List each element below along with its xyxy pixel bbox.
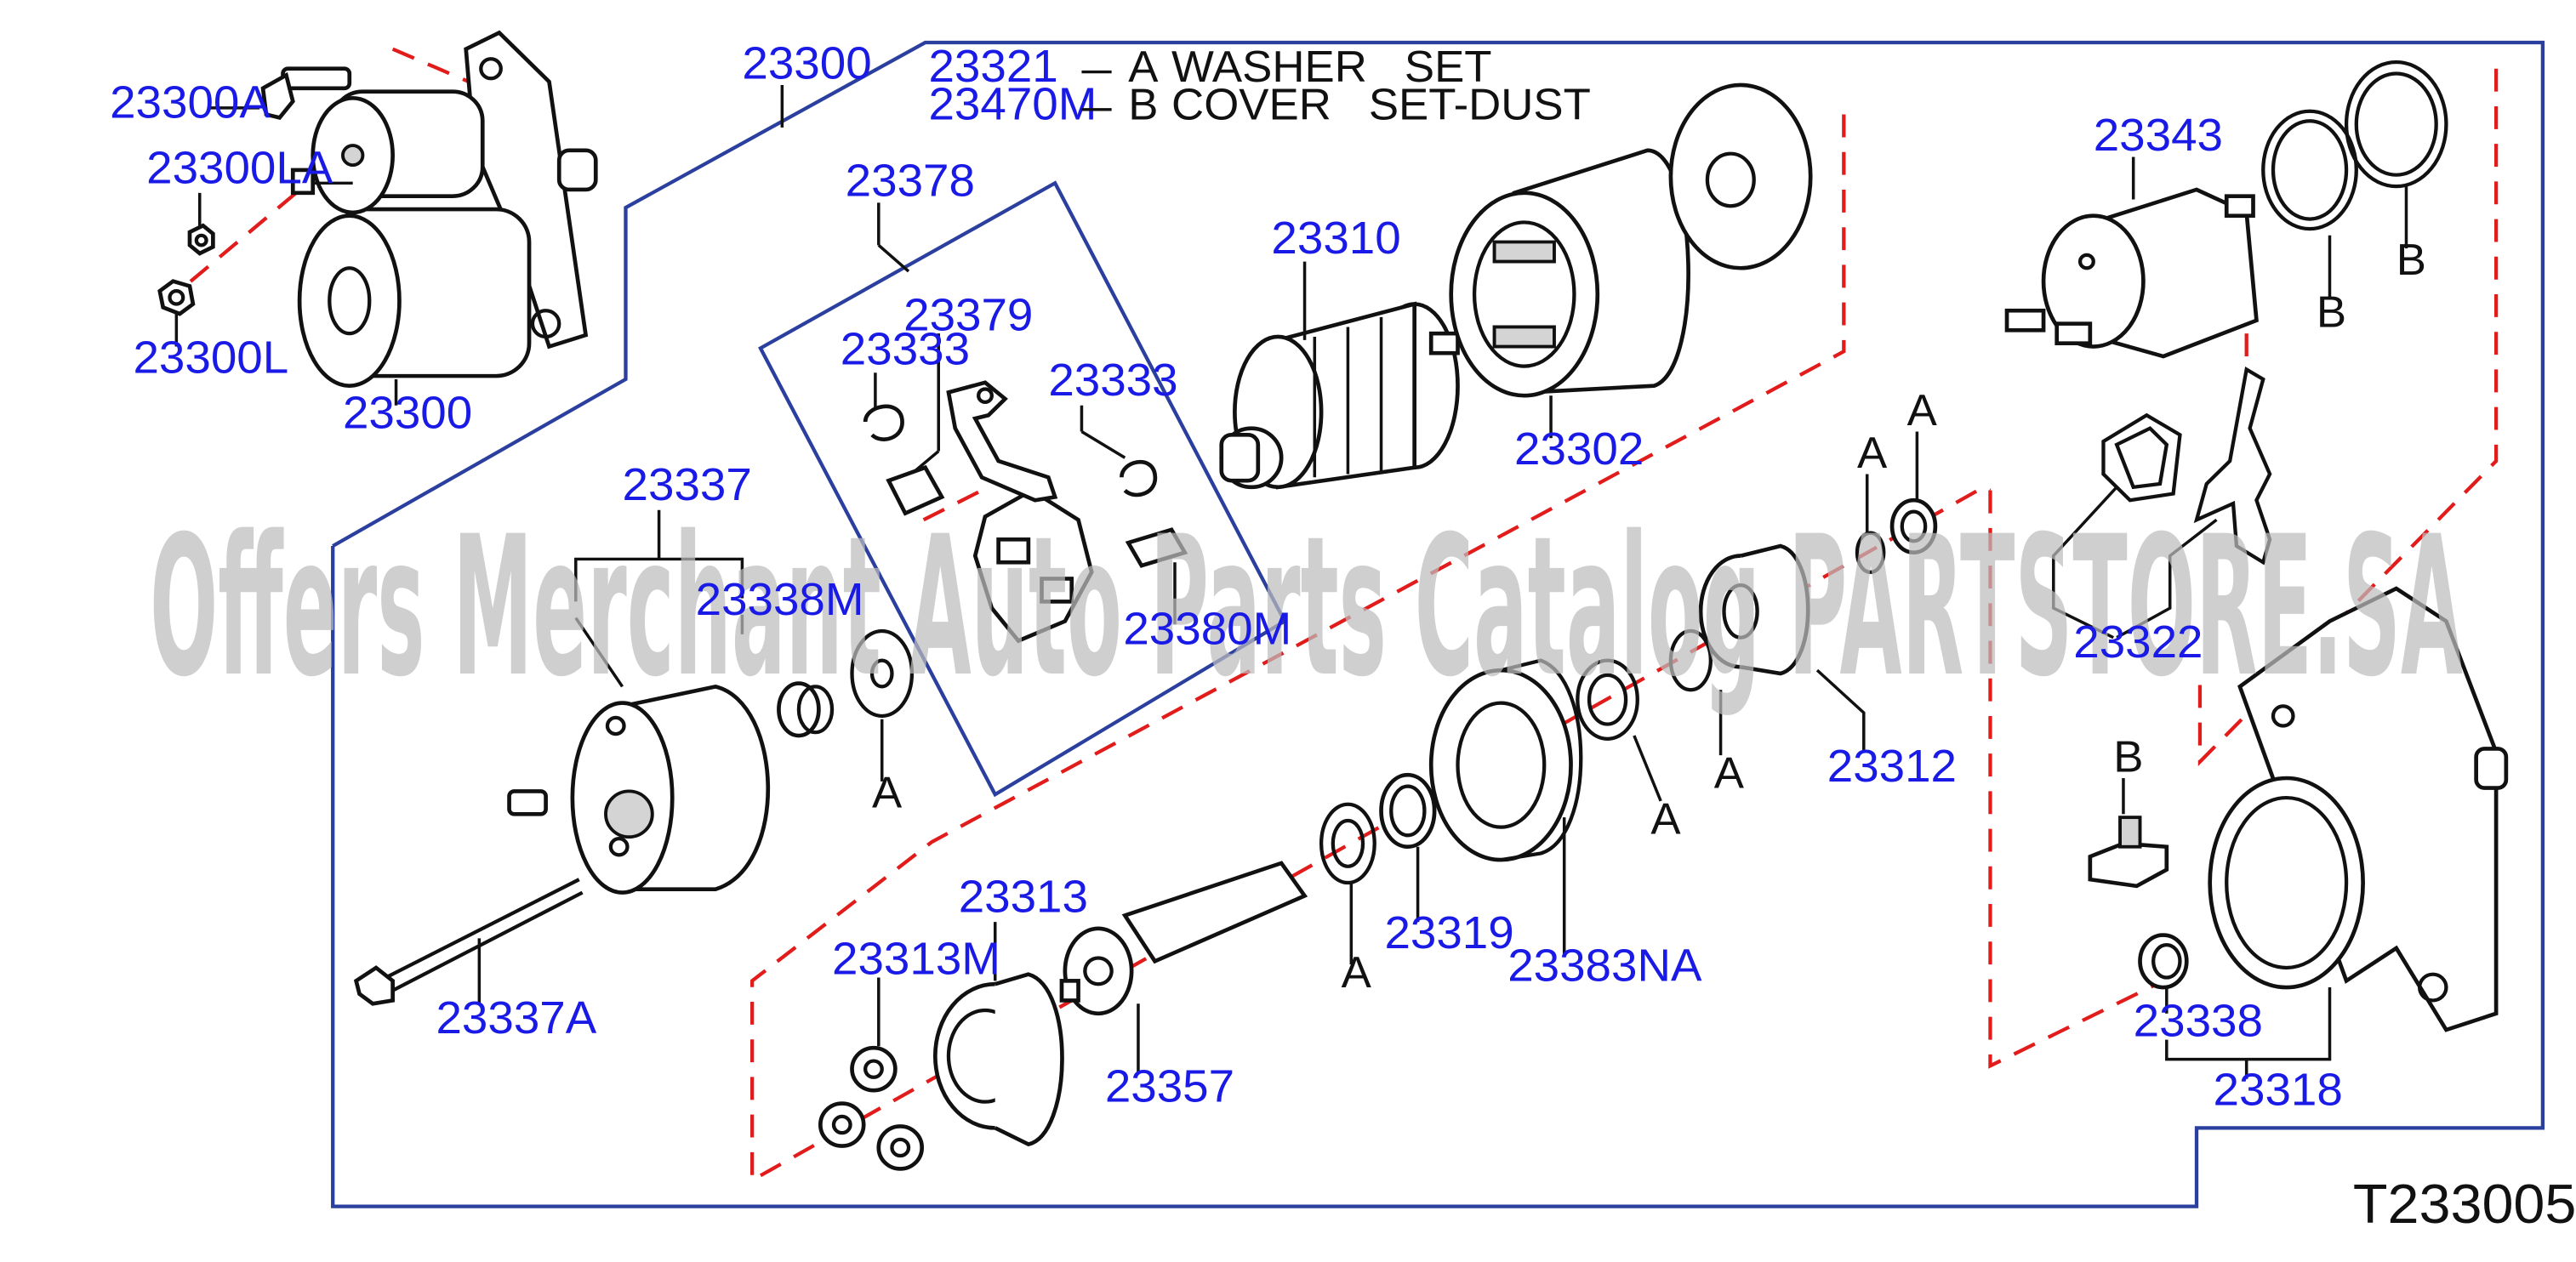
solenoid-drawing: [2004, 187, 2259, 359]
callout-23343[interactable]: 23343: [2094, 109, 2223, 160]
legend: 23321 A WASHER SET 23470M B COVER SET-DU…: [928, 41, 1590, 130]
callout-23357[interactable]: 23357: [1105, 1060, 1234, 1111]
legend-desc-cover-set-dust: COVER SET-DUST: [1171, 81, 1591, 129]
callout-23313[interactable]: 23313: [959, 871, 1088, 922]
shift-lever-drawing: [2101, 367, 2272, 566]
legend-desc-washer-set: WASHER SET: [1171, 43, 1491, 92]
reference-markers: A A A A A A B B B: [872, 236, 2426, 998]
starter-assembly-drawing: [290, 30, 598, 388]
o-ring-23343-b2: [2344, 60, 2448, 189]
pinion-shaft-23357-drawing: [1059, 861, 1308, 1016]
callout-23313M[interactable]: 23313M: [832, 933, 1000, 984]
marker-b-oring-large: B: [2396, 236, 2426, 284]
callout-23302[interactable]: 23302: [1514, 423, 1644, 474]
planet-gear-2-drawing: [818, 1101, 866, 1148]
marker-a-rear-washer: A: [872, 769, 902, 817]
ring-23319-drawing: [1379, 772, 1437, 850]
callout-23318[interactable]: 23318: [2214, 1064, 2343, 1115]
legend-key-a: A: [1128, 43, 1158, 92]
callout-23337A[interactable]: 23337A: [436, 992, 597, 1043]
o-ring-23343-b1: [2261, 109, 2358, 231]
front-bracket-drawing: [2208, 586, 2509, 1032]
clutch-23312-drawing: [1698, 543, 1810, 676]
callout-23300L[interactable]: 23300L: [133, 332, 288, 383]
callout-23300-assembly[interactable]: 23300: [343, 387, 472, 438]
dashed-guide-yoke: [749, 114, 1992, 1184]
callout-23380M[interactable]: 23380M: [1123, 603, 1291, 654]
callout-23333-right[interactable]: 23333: [1048, 355, 1177, 406]
callout-23379[interactable]: 23379: [903, 289, 1033, 340]
legend-part-23470M: 23470M: [928, 78, 1097, 129]
callout-23322[interactable]: 23322: [2073, 616, 2203, 667]
dust-cover-23302-drawing: [1668, 82, 1813, 270]
bushing-23338M-drawing: [777, 681, 835, 738]
washer-a3-drawing: [1576, 658, 1639, 741]
planet-gear-3-drawing: [876, 1124, 925, 1171]
marker-b-oring-small: B: [2317, 288, 2346, 337]
callout-23383NA[interactable]: 23383NA: [1507, 940, 1702, 991]
callout-23378[interactable]: 23378: [846, 155, 975, 206]
nut-23300LA-drawing: [187, 223, 215, 256]
callout-23338M[interactable]: 23338M: [696, 573, 864, 624]
internal-gear-23313-drawing: [932, 972, 1064, 1147]
through-bolt-23337A-drawing: [353, 878, 584, 1006]
callout-23338[interactable]: 23338: [2134, 995, 2263, 1046]
washer-a5-drawing: [1855, 531, 1886, 574]
diagram-code: T233005D: [2353, 1172, 2576, 1234]
callout-23312[interactable]: 23312: [1827, 740, 1957, 791]
marker-a-clutch-washer: A: [1714, 749, 1744, 798]
yoke-drawing: [1449, 148, 1690, 398]
assembly-boundary: [331, 40, 2545, 1208]
bolt-23300A-drawing: [260, 66, 352, 121]
washer-a4-drawing: [1668, 628, 1713, 692]
planet-gear-1-drawing: [850, 1045, 898, 1093]
armature-drawing: [1219, 301, 1460, 490]
callout-23300-group[interactable]: 23300: [742, 37, 871, 88]
marker-a-snap-ring: A: [1857, 429, 1887, 477]
callout-23310[interactable]: 23310: [1271, 212, 1400, 263]
brush-holder-group-box: [758, 180, 1287, 798]
washer-a6-drawing: [1889, 497, 1938, 555]
brush-holder-drawing: [863, 380, 1188, 644]
callout-23300LA[interactable]: 23300LA: [146, 142, 333, 193]
marker-a-gear-washer: A: [1650, 795, 1680, 844]
washer-a2-drawing: [1319, 802, 1376, 885]
watermark-text: Offers Merchant Auto Parts Catalog PARTS…: [150, 495, 2463, 719]
marker-a-shaft-washer: A: [1342, 948, 1371, 997]
washer-a1-drawing: [850, 628, 915, 719]
callout-23337[interactable]: 23337: [623, 459, 752, 510]
legend-key-b: B: [1128, 81, 1158, 129]
bushing-23338-drawing: [2138, 933, 2189, 990]
dashed-guide-frame: [1988, 490, 2158, 1069]
gear-case-23383NA-drawing: [1428, 658, 1583, 862]
marker-b-dust-cover: B: [2113, 733, 2143, 782]
leader-lines: [174, 84, 2408, 1079]
dust-cover-b3-drawing: [2088, 816, 2169, 889]
legend-part-23321: 23321: [928, 41, 1057, 92]
callouts: 23300A 23300LA 23300L 23300 23300 23378 …: [110, 37, 2343, 1116]
callout-23300A[interactable]: 23300A: [110, 77, 271, 128]
nut-23300L-drawing: [157, 279, 196, 316]
rear-bracket-drawing: [507, 684, 771, 895]
marker-a-stop-ring: A: [1907, 386, 1937, 435]
callout-23319[interactable]: 23319: [1384, 907, 1513, 958]
callout-23333-left[interactable]: 23333: [841, 323, 970, 374]
